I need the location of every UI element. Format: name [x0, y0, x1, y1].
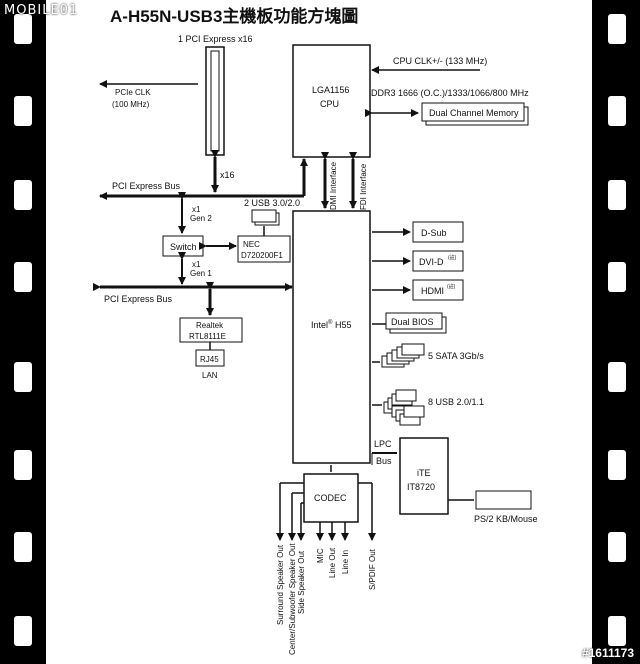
fdi-interface-label: FDI Interface	[359, 163, 368, 210]
lan-label: LAN	[202, 371, 218, 380]
film-hole	[608, 362, 626, 392]
usb20-port	[395, 389, 417, 402]
cpu-label: CPU	[320, 99, 339, 109]
lpc-bus-label: LPC	[374, 439, 392, 449]
pci-x16-slot-inner	[210, 50, 220, 152]
pci-express-bus-top-label: PCI Express Bus	[112, 181, 181, 191]
ite-label: iTE	[417, 468, 431, 478]
center-subwoofer-out-label: Center/Subwoofer Speaker Out	[288, 543, 297, 655]
film-hole	[14, 180, 32, 210]
film-hole	[14, 532, 32, 562]
usb30-port	[251, 209, 277, 223]
watermark-logo: MOBILE01	[4, 3, 79, 18]
diagram-title: A-H55N-USB3主機板功能方塊圖	[110, 6, 358, 26]
hdmi-label: HDMI	[421, 286, 444, 296]
film-hole	[608, 180, 626, 210]
cpu-socket-label: LGA1156	[312, 85, 349, 95]
spdif-out-label: S/PDIF Out	[368, 548, 377, 590]
surround-speaker-out-label: Surround Speaker Out	[276, 544, 285, 625]
film-hole	[14, 14, 32, 44]
film-hole	[608, 450, 626, 480]
block-diagram-page: A-H55N-USB3主機板功能方塊圖 1 PCI Express x16 x1…	[46, 0, 592, 664]
ite-super-io	[399, 437, 449, 515]
codec-label: CODEC	[314, 493, 347, 503]
film-hole	[14, 262, 32, 292]
pcie-clk-freq: (100 MHz)	[112, 100, 150, 109]
dvi-label: DVI-D	[419, 257, 444, 267]
film-hole	[14, 450, 32, 480]
x1-gen1-sub: Gen 1	[190, 269, 212, 278]
nec-label: NEC	[243, 240, 260, 249]
hdmi-port	[412, 279, 464, 301]
ps2-port	[475, 490, 532, 510]
dmi-interface-label: DMI Interface	[329, 161, 338, 210]
film-hole	[608, 96, 626, 126]
dvi-note: (註)	[448, 254, 457, 261]
cpu-clk-label: CPU CLK+/- (133 MHz)	[393, 56, 487, 66]
usb20-port	[403, 405, 425, 418]
line-in-label: Line In	[341, 550, 350, 574]
film-hole	[608, 262, 626, 292]
film-hole	[14, 616, 32, 646]
x16-label: x16	[220, 170, 235, 180]
usb20-label: 8 USB 2.0/1.1	[428, 397, 484, 407]
film-hole	[608, 532, 626, 562]
film-hole	[608, 616, 626, 646]
dual-channel-memory-label: Dual Channel Memory	[429, 108, 519, 118]
line-out-label: Line Out	[328, 547, 337, 578]
dvi-port	[412, 250, 464, 272]
realtek-model: RTL8111E	[189, 332, 226, 341]
realtek-lan-controller	[179, 317, 243, 343]
nec-model: D720200F1	[241, 251, 283, 260]
film-hole	[14, 96, 32, 126]
ddr3-label: DDR3 1666 (O.C.)/1333/1066/800 MHz	[371, 88, 529, 98]
pcie-clk-label: PCIe CLK	[115, 88, 151, 97]
x1-gen2-sub: Gen 2	[190, 214, 212, 223]
rj45-port	[195, 349, 225, 367]
photo-id: #1611173	[581, 646, 634, 660]
dsub-port	[412, 221, 464, 243]
cpu-block	[292, 44, 371, 158]
x1-gen2-label: x1	[192, 205, 201, 214]
pci-x16-slot-label: 1 PCI Express x16	[178, 34, 253, 44]
x1-gen1-label: x1	[192, 260, 201, 269]
dual-bios-chip	[385, 312, 443, 330]
memory-block	[421, 102, 525, 122]
hdmi-note: (註)	[447, 283, 456, 290]
lpc-bus-sub: Bus	[376, 456, 392, 466]
pcie-switch-label: Switch	[170, 242, 197, 252]
block-diagram: A-H55N-USB3主機板功能方塊圖 1 PCI Express x16 x1…	[93, 6, 538, 655]
ps2-label: PS/2 KB/Mouse	[474, 514, 538, 524]
intel-h55-label: Intel® H55	[311, 319, 351, 330]
nec-usb3-controller	[237, 235, 291, 263]
realtek-label: Realtek	[196, 321, 224, 330]
mic-label: MIC	[316, 548, 325, 563]
side-speaker-out-label: Side Speaker Out	[297, 550, 306, 614]
usb30-label: 2 USB 3.0/2.0	[244, 198, 300, 208]
pci-express-bus-bottom-label: PCI Express Bus	[104, 294, 173, 304]
audio-codec	[303, 473, 359, 523]
dual-bios-label: Dual BIOS	[391, 317, 434, 327]
ite-model: IT8720	[407, 482, 435, 492]
dsub-label: D-Sub	[421, 228, 447, 238]
film-hole	[608, 14, 626, 44]
intel-h55-chipset	[292, 210, 371, 464]
film-hole	[14, 362, 32, 392]
rj45-label: RJ45	[200, 355, 219, 364]
sata-port	[401, 343, 425, 356]
sata-label: 5 SATA 3Gb/s	[428, 351, 484, 361]
